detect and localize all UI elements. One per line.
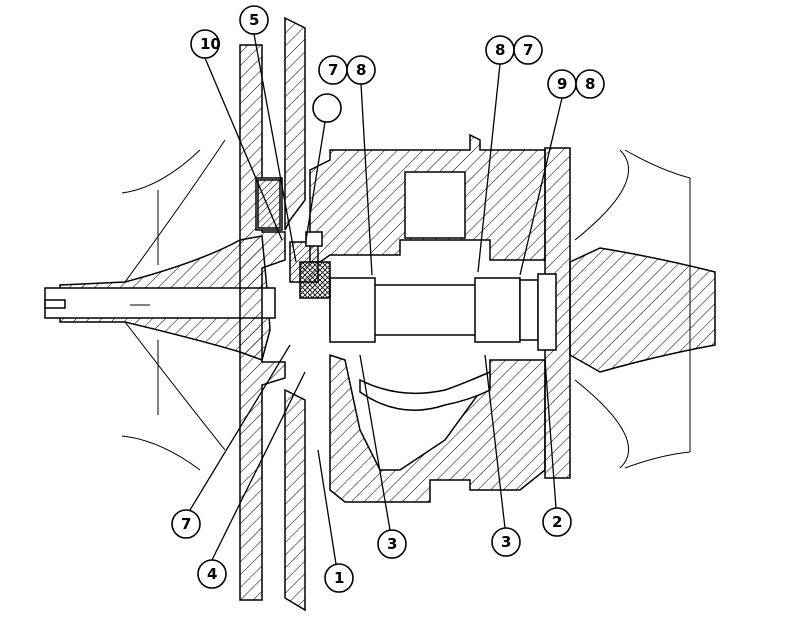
- callout-3b: 3: [491, 527, 521, 557]
- callout-6: 7: [171, 509, 201, 539]
- leader-lines: [189, 33, 563, 565]
- callout-label: 10: [200, 35, 221, 53]
- callout-label: 3: [387, 535, 397, 553]
- callout-7c: 8: [575, 69, 605, 99]
- callout-label: 8: [495, 41, 505, 59]
- callout-8c: 9: [547, 69, 577, 99]
- callout-1: 1: [324, 563, 354, 593]
- shaft-left: [44, 287, 276, 319]
- callout-10: [312, 93, 342, 123]
- callout-label: 8: [585, 75, 595, 93]
- callout-label: 5: [249, 11, 259, 29]
- compressor-backplate: [239, 16, 306, 612]
- callout-label: 7: [523, 41, 533, 59]
- callout-8a: 8: [346, 55, 376, 85]
- callout-label: 2: [552, 513, 562, 531]
- callout-5: 5: [239, 5, 269, 35]
- callout-label: 1: [334, 569, 344, 587]
- callout-8b: 8: [485, 35, 515, 65]
- callout-label: 9: [557, 75, 567, 93]
- callout-4: 4: [197, 559, 227, 589]
- callout-label: 3: [501, 533, 511, 551]
- callout-2: 2: [542, 507, 572, 537]
- callout-9: 10: [190, 29, 221, 59]
- callout-label: 7: [328, 61, 338, 79]
- callout-label: 8: [356, 61, 366, 79]
- callout-3a: 3: [377, 529, 407, 559]
- turbine-wheel: [569, 149, 716, 469]
- shaft-journal: [289, 231, 557, 351]
- callout-7b: 7: [513, 35, 543, 65]
- callout-label: 4: [207, 565, 217, 583]
- callout-label: 7: [181, 515, 191, 533]
- callout-7a: 7: [318, 55, 348, 85]
- bearing-housing: [309, 133, 571, 503]
